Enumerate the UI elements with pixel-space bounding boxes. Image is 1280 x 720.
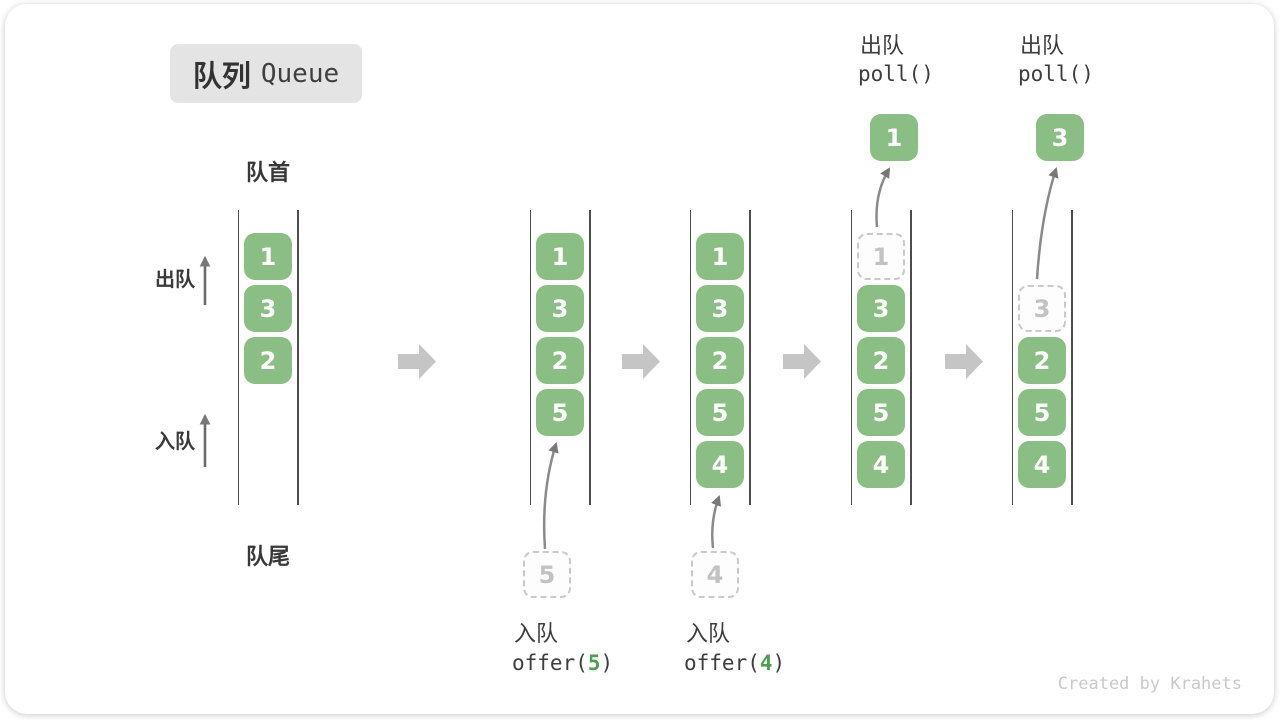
polled-cell: 1: [870, 114, 918, 161]
queue-cell: 4: [857, 441, 905, 488]
enqueue-curved-arrow-icon-2: [711, 495, 721, 549]
queue-cell: 1: [536, 233, 584, 280]
queue-wall-line: [589, 210, 591, 505]
code-text: poll(): [1018, 62, 1094, 86]
queue-cell: 2: [696, 337, 744, 384]
queue-cell: 3: [244, 285, 292, 332]
queue-front-label: 队首: [245, 161, 291, 186]
queue-cell-dashed: 1: [857, 233, 905, 280]
enqueue-op-label: 入队: [514, 622, 559, 647]
enqueue-op-label: 入队: [686, 622, 731, 647]
queue-cell: 2: [536, 337, 584, 384]
pending-cell: 4: [691, 551, 739, 598]
queue-rear-label: 队尾: [245, 545, 291, 570]
queue-wall-line: [910, 210, 912, 505]
queue-cell: 3: [696, 285, 744, 332]
queue-cell: 2: [244, 337, 292, 384]
queue-wall-line: [689, 210, 692, 505]
queue-cell: 5: [696, 389, 744, 436]
queue-cell: 1: [696, 233, 744, 280]
queue-wall-line: [749, 210, 751, 505]
poll-code-label: poll(): [1018, 62, 1094, 86]
dequeue-op-label: 出队: [1020, 34, 1065, 59]
queue-wall-line: [1071, 210, 1073, 505]
offer-code-label: offer(4): [684, 651, 785, 675]
dequeue-curved-arrow-icon-1: [875, 167, 891, 228]
queue-cell: 4: [1018, 441, 1066, 488]
code-text: ): [772, 651, 786, 675]
code-text: poll(): [858, 62, 934, 86]
code-argument: 4: [759, 651, 773, 675]
dequeue-curved-arrow-icon-2: [1035, 166, 1059, 280]
queue-cell: 4: [696, 441, 744, 488]
flow-arrow-icon-4: [945, 344, 983, 379]
title-en: Queue: [260, 58, 340, 89]
code-text: offer(: [684, 651, 760, 675]
flow-arrow-icon-1: [398, 344, 436, 379]
queue-wall-line: [237, 210, 240, 505]
side-enqueue-label: 入队: [155, 429, 195, 453]
queue-cell: 2: [857, 337, 905, 384]
code-text: offer(: [512, 651, 588, 675]
queue-wall-line: [850, 210, 853, 505]
offer-code-label: offer(5): [512, 651, 613, 675]
queue-cell: 3: [857, 285, 905, 332]
watermark: Created by Krahets: [1057, 674, 1242, 694]
title-zh: 队列: [192, 58, 251, 93]
queue-cell: 5: [1018, 389, 1066, 436]
queue-wall-line: [297, 210, 299, 505]
queue-wall-line: [1011, 210, 1014, 505]
side-dequeue-label: 出队: [155, 267, 195, 291]
queue-cell: 5: [536, 389, 584, 436]
queue-cell: 2: [1018, 337, 1066, 384]
pending-cell: 5: [523, 551, 571, 598]
code-text: ): [600, 651, 614, 675]
queue-cell-dashed: 3: [1018, 285, 1066, 332]
polled-cell: 3: [1036, 114, 1084, 161]
queue-cell: 5: [857, 389, 905, 436]
enqueue-curved-arrow-icon-1: [542, 441, 559, 550]
queue-wall-line: [529, 210, 532, 505]
dequeue-op-label: 出队: [860, 34, 905, 59]
flow-arrow-icon-2: [622, 344, 660, 379]
poll-code-label: poll(): [858, 62, 934, 86]
queue-cell: 3: [536, 285, 584, 332]
code-argument: 5: [587, 651, 601, 675]
queue-cell: 1: [244, 233, 292, 280]
title-badge: 队列 Queue: [170, 44, 362, 103]
flow-arrow-icon-3: [783, 344, 821, 379]
